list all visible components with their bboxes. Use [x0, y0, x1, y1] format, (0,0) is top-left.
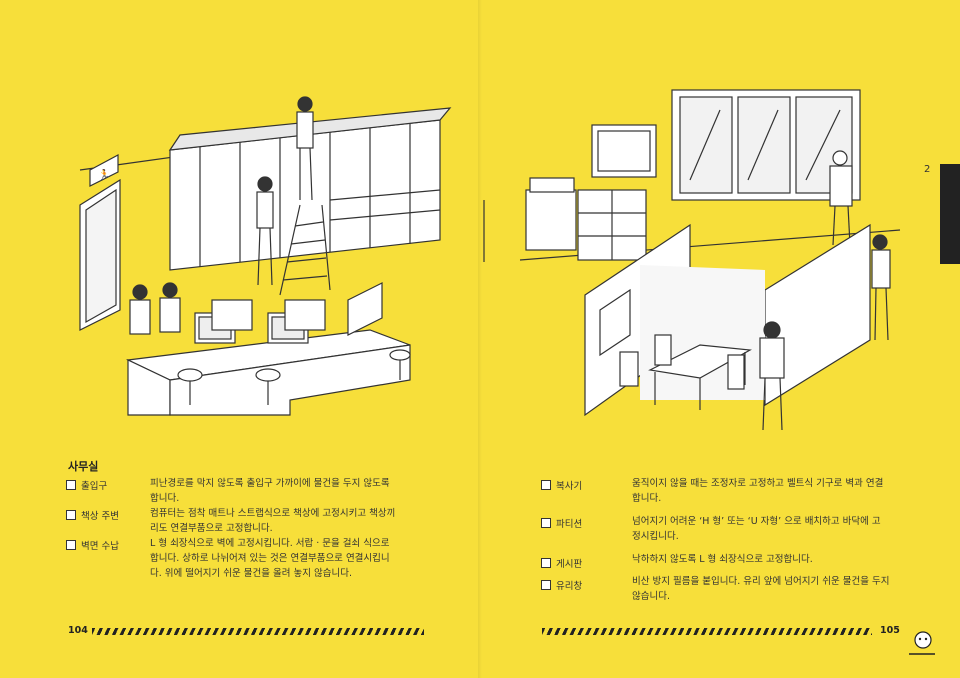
- item-label-partition: 파티션: [541, 516, 582, 530]
- chapter-number: 2: [924, 164, 931, 175]
- section-title: 사무실: [68, 460, 99, 473]
- page-number-left: 104: [68, 625, 88, 636]
- mascot-icon: [909, 631, 935, 655]
- item-label-entrance: 출입구: [66, 478, 107, 492]
- office-left-illustration: 🏃: [79, 96, 452, 416]
- svg-text:🏃: 🏃: [98, 168, 110, 181]
- item-label-desk: 책상 주변: [66, 508, 119, 522]
- chapter-tab: [940, 164, 960, 264]
- office-right-illustration: [483, 89, 901, 431]
- checkbox-icon: [541, 580, 551, 590]
- page-number-right: 105: [880, 625, 900, 636]
- item-label-window: 유리창: [541, 578, 582, 592]
- item-label-wall-storage: 벽면 수납: [66, 538, 119, 552]
- hatch-divider-right: [542, 628, 872, 635]
- item-text-bulletin-board: 낙하하지 않도록 L 형 쇠장식으로 고정합니다.: [632, 554, 813, 565]
- checkbox-icon: [541, 480, 551, 490]
- checkbox-icon: [541, 518, 551, 528]
- item-label-bulletin-board: 게시판: [541, 556, 582, 570]
- hatch-divider-left: [92, 628, 424, 635]
- checkbox-icon: [541, 558, 551, 568]
- page-gutter: [478, 0, 482, 678]
- checkbox-icon: [66, 510, 76, 520]
- checkbox-icon: [66, 540, 76, 550]
- checkbox-icon: [66, 480, 76, 490]
- item-label-copier: 복사기: [541, 478, 582, 492]
